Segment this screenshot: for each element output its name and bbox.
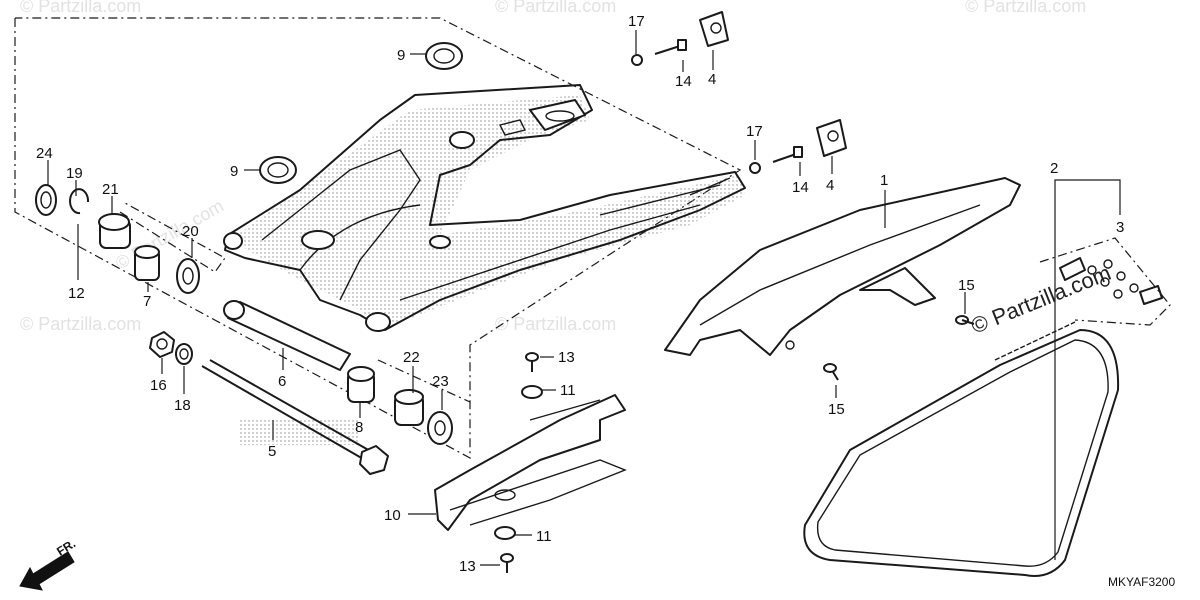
needle-bearing-21 — [98, 213, 131, 249]
diagram-code: MKYAF3200 — [1108, 575, 1175, 589]
leader-lines — [47, 30, 1121, 566]
watermark-2: © Partzilla.com — [495, 0, 616, 16]
master-link — [1039, 237, 1171, 326]
callout-4-upper: 4 — [708, 71, 716, 88]
front-label: FR. — [54, 536, 78, 558]
adjuster-upper — [699, 11, 729, 47]
callout-18: 18 — [174, 397, 191, 414]
collar-8 — [347, 366, 375, 403]
screw-15-upper — [955, 315, 975, 325]
bolt-14-upper — [654, 39, 687, 55]
callout-11-upper: 11 — [560, 382, 576, 399]
callout-13-upper: 13 — [558, 349, 575, 366]
callout-22: 22 — [403, 349, 420, 366]
screw-13-upper — [525, 352, 539, 372]
pivot-bolt-5 — [201, 359, 389, 475]
screw-15-lower — [823, 363, 839, 381]
watermark-1: © Partzilla.com — [20, 0, 141, 16]
nut-17-lower — [749, 162, 761, 174]
callout-23: 23 — [432, 373, 449, 390]
washer-11-lower — [494, 526, 516, 540]
callout-17-upper: 17 — [628, 13, 645, 30]
watermark-3: © Partzilla.com — [965, 0, 1086, 16]
brand-watermark: © Partzilla.com — [968, 260, 1115, 339]
callout-19: 19 — [66, 165, 83, 182]
callout-5: 5 — [268, 443, 276, 460]
bearing-24 — [35, 184, 57, 216]
callout-13-lower: 13 — [459, 558, 476, 575]
callout-7: 7 — [143, 293, 151, 310]
callout-24: 24 — [36, 145, 53, 162]
washer-18 — [175, 343, 193, 365]
callout-21: 21 — [102, 181, 119, 198]
callout-11-lower: 11 — [536, 528, 552, 545]
callout-14-upper: 14 — [675, 73, 692, 90]
collar-7 — [134, 245, 160, 281]
callout-6: 6 — [278, 373, 286, 390]
callout-14-lower: 14 — [792, 179, 809, 196]
circlip-19 — [69, 188, 90, 215]
pivot-collar-6 — [223, 300, 351, 371]
callout-1: 1 — [880, 172, 888, 189]
callout-20: 20 — [182, 223, 199, 240]
callout-3: 3 — [1116, 219, 1124, 236]
nut-17-upper — [631, 54, 643, 66]
chain-slider — [434, 394, 627, 531]
callout-2: 2 — [1050, 160, 1058, 177]
adjuster-lower — [816, 119, 847, 157]
screw-13-lower — [500, 553, 514, 573]
callout-16: 16 — [150, 377, 167, 394]
group-frame — [14, 17, 742, 460]
callout-10: 10 — [384, 507, 401, 524]
front-arrow-icon — [19, 551, 75, 591]
nut-16 — [149, 331, 175, 358]
callout-12: 12 — [68, 285, 85, 302]
front-arrow: FR. — [19, 536, 78, 591]
grommet-lower — [259, 156, 297, 184]
swingarm-bore — [301, 230, 335, 250]
washer-11-upper — [521, 385, 543, 399]
callout-8: 8 — [355, 419, 363, 436]
callout-15-lower: 15 — [828, 401, 845, 418]
callouts: 9 9 17 14 4 17 14 4 1 2 3 15 15 13 11 11… — [36, 13, 1124, 575]
callout-4-lower: 4 — [826, 177, 834, 194]
swingarm — [223, 84, 746, 332]
callout-15-upper: 15 — [958, 277, 975, 294]
chain-case — [664, 177, 1021, 356]
bolt-14-lower — [772, 146, 803, 163]
watermark-4: © Partzilla.com — [20, 314, 141, 334]
bearing-23 — [427, 411, 453, 445]
callout-9-lower: 9 — [230, 163, 238, 180]
drive-chain — [803, 321, 1120, 577]
callout-9-upper: 9 — [397, 47, 405, 64]
grommet-upper — [425, 42, 463, 70]
needle-bearing-22 — [394, 389, 424, 426]
brand-watermark-text: © Partzilla.com — [968, 260, 1115, 339]
bearing-20 — [176, 258, 200, 294]
watermark-5: © Partzilla.com — [495, 314, 616, 334]
callout-17-lower: 17 — [746, 123, 763, 140]
